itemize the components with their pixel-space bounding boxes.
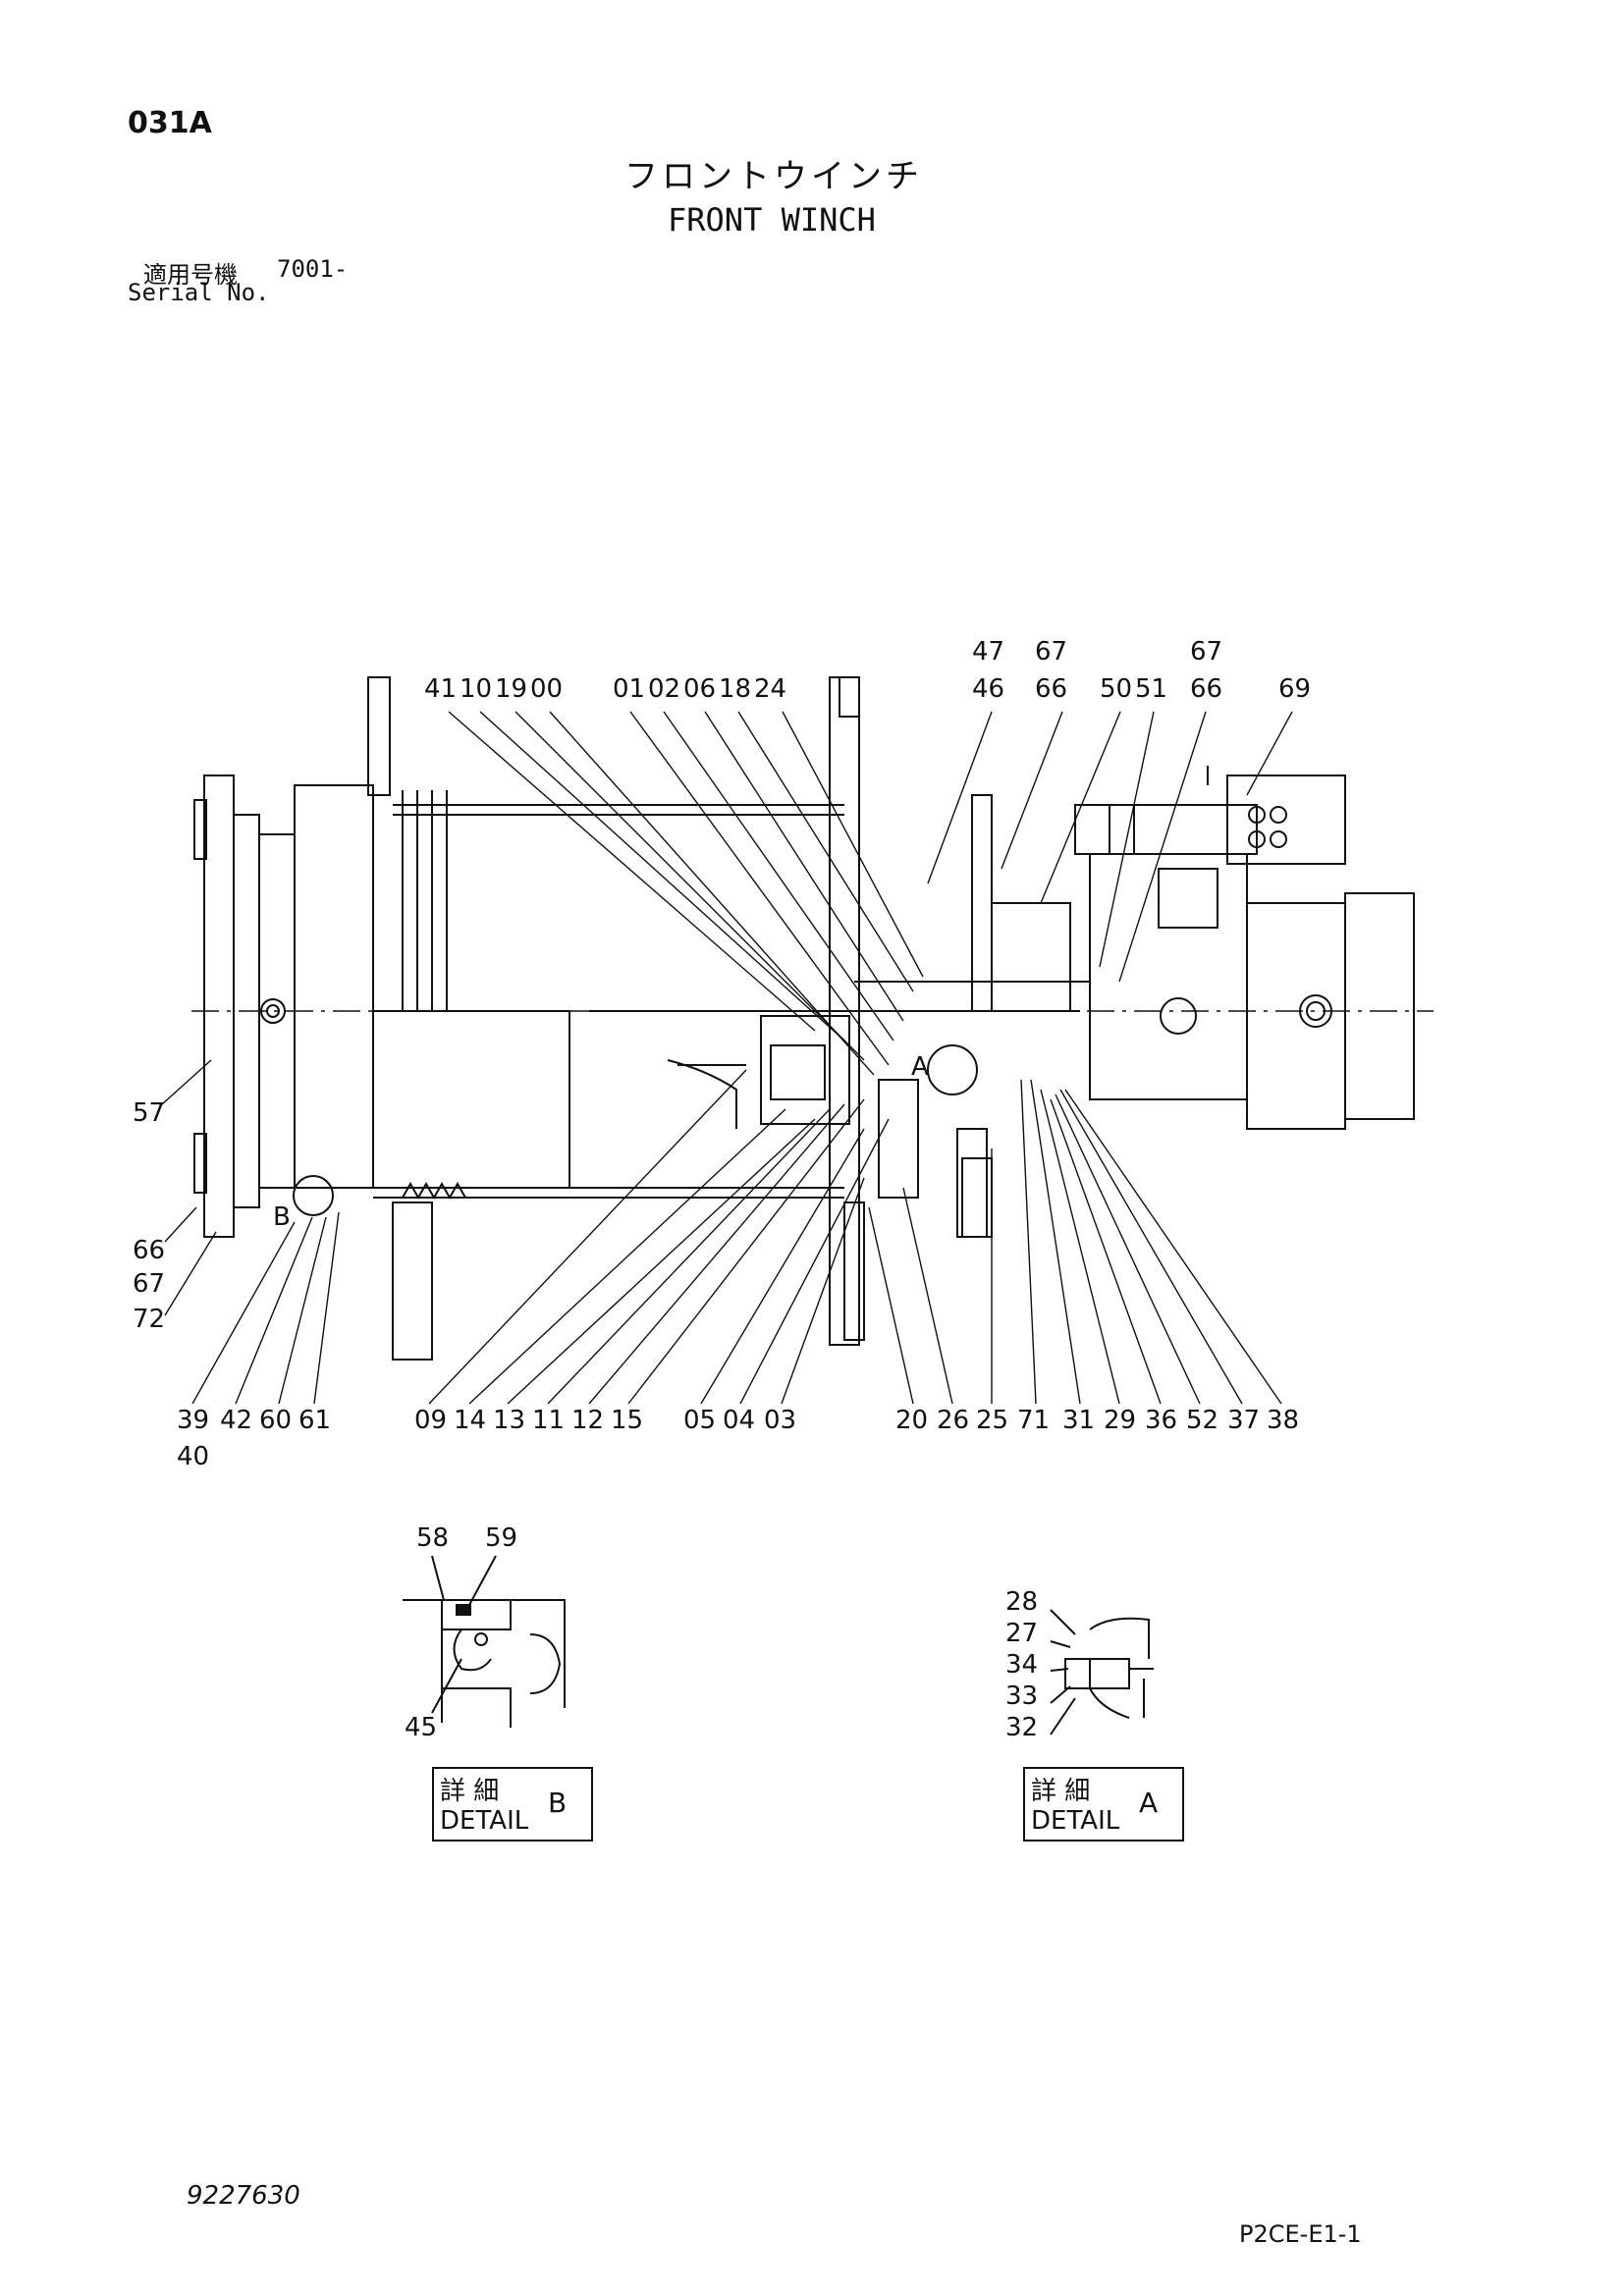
part-05: 05 [683,1406,716,1435]
serial-label-english: Serial No. [128,279,270,306]
detail-marker-b: B [273,1202,291,1232]
part-12: 12 [571,1406,604,1435]
serial-value: 7001- [277,255,349,283]
part-71: 71 [1017,1406,1050,1435]
detail-a-part-33: 33 [1005,1682,1038,1711]
serial-label-japanese: 適用号機 [143,261,238,289]
part-13: 13 [493,1406,525,1435]
part-06: 06 [683,674,716,704]
part-67-c: 67 [133,1269,165,1299]
part-04: 04 [723,1406,755,1435]
top-part-numbers: 41 10 19 00 01 02 06 18 24 47 46 67 66 5… [424,637,1311,704]
part-66-b: 66 [1190,674,1222,704]
part-50: 50 [1100,674,1132,704]
part-03: 03 [764,1406,796,1435]
part-47: 47 [972,637,1004,667]
detail-marker-a: A [911,1052,929,1082]
part-66-a: 66 [1035,674,1067,704]
part-67-a: 67 [1035,637,1067,667]
part-29: 29 [1104,1406,1136,1435]
document-number: 9227630 [187,2181,300,2211]
detail-a-part-34: 34 [1005,1650,1038,1680]
part-00: 00 [530,674,563,704]
part-39: 39 [177,1406,209,1435]
part-31: 31 [1062,1406,1095,1435]
bottom-part-numbers: 39 40 42 60 61 09 14 13 11 12 15 05 04 0… [177,1406,1299,1471]
page-code: 031A [128,106,212,140]
detail-a-part-32: 32 [1005,1713,1038,1742]
part-02: 02 [648,674,680,704]
part-25: 25 [976,1406,1008,1435]
part-57: 57 [133,1098,165,1128]
part-24: 24 [754,674,786,704]
part-37: 37 [1227,1406,1260,1435]
detail-markers: A B [273,1052,929,1232]
part-26: 26 [937,1406,969,1435]
part-52: 52 [1186,1406,1218,1435]
part-66-c: 66 [133,1236,165,1265]
part-67-b: 67 [1190,637,1222,667]
part-40: 40 [177,1442,209,1471]
sheet-code: P2CE-E1-1 [1239,2220,1362,2248]
detail-a-label-en: DETAIL [1031,1806,1120,1836]
part-01: 01 [613,674,645,704]
detail-b-part-45: 45 [405,1713,437,1742]
part-69: 69 [1278,674,1311,704]
part-20: 20 [895,1406,928,1435]
detail-a-drawing [1050,1609,1154,1735]
part-61: 61 [298,1406,331,1435]
detail-a-letter: A [1139,1787,1159,1819]
part-72: 72 [133,1305,165,1334]
left-part-numbers: 57 66 67 72 [133,1098,165,1334]
title-english: FRONT WINCH [668,201,876,239]
detail-b-letter: B [548,1787,568,1819]
detail-b-label-en: DETAIL [440,1806,529,1836]
detail-a-part-27: 27 [1005,1619,1038,1648]
part-46: 46 [972,674,1004,704]
part-15: 15 [611,1406,643,1435]
part-19: 19 [495,674,527,704]
winch-drum-outline [191,676,1434,1361]
part-60: 60 [259,1406,292,1435]
detail-b-label-box: 詳 細 DETAIL B [432,1767,593,1842]
part-09: 09 [414,1406,447,1435]
part-10: 10 [460,674,492,704]
detail-b-part-58: 58 [416,1523,449,1553]
part-18: 18 [719,674,751,704]
part-38: 38 [1267,1406,1299,1435]
part-36: 36 [1145,1406,1177,1435]
detail-a-part-28: 28 [1005,1587,1038,1617]
part-42: 42 [220,1406,252,1435]
detail-b-drawing [403,1555,566,1728]
detail-a-label-box: 詳 細 DETAIL A [1023,1767,1184,1842]
part-11: 11 [532,1406,565,1435]
detail-b-label-jp: 詳 細 [440,1777,500,1806]
detail-b-part-59: 59 [485,1523,517,1553]
detail-a-label-jp: 詳 細 [1031,1777,1091,1806]
callout-leader-lines [161,711,1293,1405]
part-41: 41 [424,674,457,704]
part-14: 14 [454,1406,486,1435]
part-51: 51 [1135,674,1167,704]
title-japanese: フロントウインチ [624,157,923,196]
